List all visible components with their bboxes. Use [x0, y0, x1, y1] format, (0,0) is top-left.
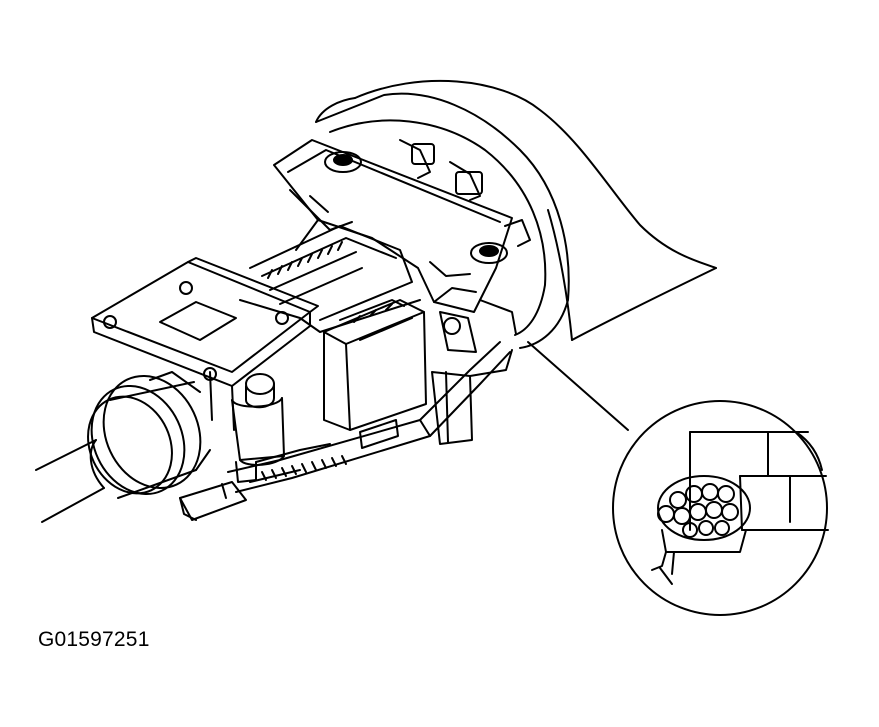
ignition-switch	[179, 373, 285, 521]
lower-mounting-plate	[91, 257, 319, 431]
leader-line	[527, 341, 629, 431]
dash-panel-outline	[315, 79, 717, 341]
connector-pins	[657, 483, 739, 538]
figure-id-label: G01597251	[38, 628, 150, 651]
column-housing	[227, 225, 511, 493]
detail-callout	[612, 400, 829, 616]
control-module	[323, 299, 427, 449]
tilt-lever	[431, 299, 517, 445]
upper-support-bracket	[273, 92, 570, 349]
steering-shaft	[35, 371, 211, 523]
